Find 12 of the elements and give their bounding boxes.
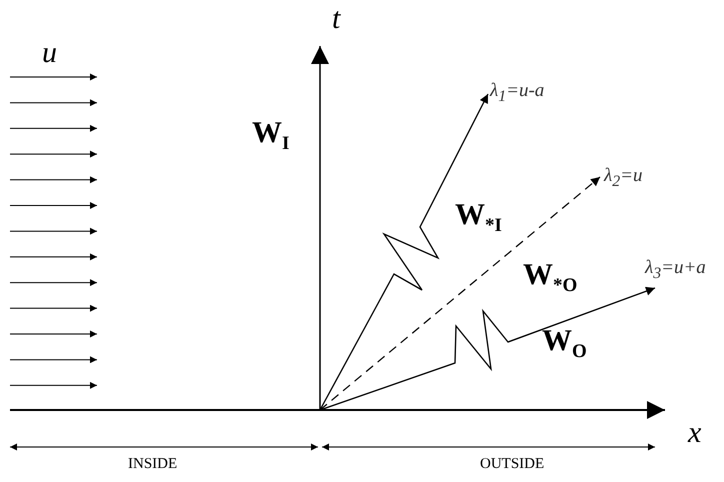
eigenvalue-label: λ$_{3}$=u+a: [645, 258, 706, 282]
eigenvalue-label: λ$_{1}$=u-a: [490, 81, 544, 105]
eigenvalue-label: λ$_{2}$=u: [604, 166, 642, 190]
state-label: W$_{O}$: [542, 326, 587, 361]
velocity-symbol: u: [42, 38, 57, 68]
region-label: OUTSIDE: [480, 457, 544, 472]
state-label: W$_{*I}$: [455, 200, 502, 235]
region-label: INSIDE: [128, 457, 178, 472]
state-label: W$_{*O}$: [523, 260, 578, 295]
state-label: W$_{I}$: [252, 118, 290, 153]
axis-label: t: [332, 4, 340, 34]
axis-label: x: [688, 418, 702, 448]
